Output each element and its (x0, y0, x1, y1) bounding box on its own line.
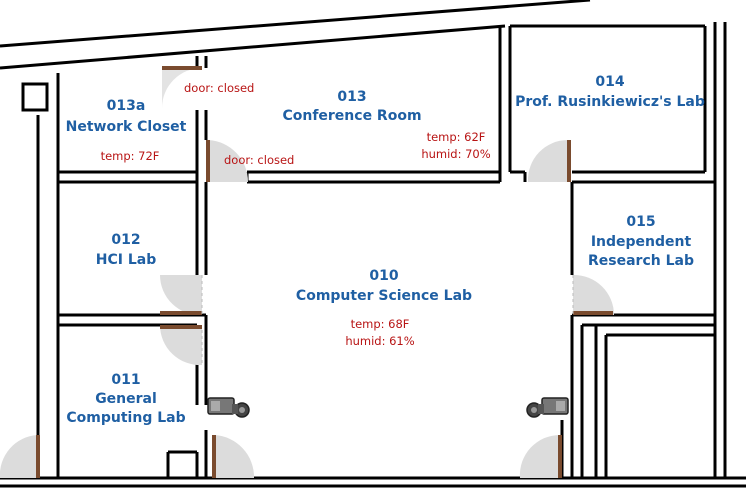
room-013-name: Conference Room (282, 108, 421, 124)
room-014-name: Prof. Rusinkiewicz's Lab (515, 94, 705, 110)
door-swings (0, 68, 614, 478)
door-011 (160, 325, 202, 329)
door-013a (162, 66, 202, 70)
room-014-number: 014 (595, 74, 624, 90)
room-012-number: 012 (111, 232, 140, 248)
door-013 (206, 140, 210, 182)
room-010-temp: temp: 68F (351, 317, 410, 331)
room-013-temp: temp: 62F (427, 130, 486, 144)
room-010-name: Computer Science Lab (296, 288, 472, 304)
security-camera-icon[interactable] (526, 397, 569, 418)
door-swing-013a (162, 68, 202, 108)
door-014 (567, 140, 571, 182)
room-013a-number: 013a (107, 98, 146, 114)
room-013a-name: Network Closet (66, 119, 187, 135)
security-camera-icon[interactable] (207, 397, 250, 418)
door-011-bottom (212, 435, 216, 478)
door-entry-left (36, 435, 40, 478)
room-012-name: HCI Lab (96, 252, 156, 268)
door-012 (160, 311, 202, 315)
room-015-name-line1: Independent (591, 234, 692, 250)
door-swing-015 (573, 274, 614, 315)
door-swing-014 (527, 139, 568, 182)
door-swing-entry-left (0, 435, 38, 478)
door-swing-013 (208, 140, 249, 182)
conference-door-status: door: closed (224, 153, 294, 167)
door-swing-011-bottom (214, 435, 255, 478)
doors (36, 66, 613, 478)
room-010-humid: humid: 61% (345, 334, 414, 348)
room-015-number: 015 (626, 214, 655, 230)
door-swing-010-right (519, 434, 560, 478)
door-swing-011 (159, 325, 202, 366)
door-010-right (558, 435, 562, 478)
room-011-name-line2: Computing Lab (66, 410, 185, 426)
room-013-humid: humid: 70% (421, 147, 490, 161)
door-openings (201, 275, 574, 365)
room-011-name-line1: General (95, 391, 157, 407)
door-swing-012 (159, 275, 202, 316)
closet-door-status: door: closed (184, 81, 254, 95)
door-015 (573, 311, 613, 315)
room-010-number: 010 (369, 268, 398, 284)
room-011-number: 011 (111, 372, 140, 388)
room-013a-temp: temp: 72F (101, 149, 160, 163)
room-013-number: 013 (337, 89, 366, 105)
room-015-name-line2: Research Lab (588, 253, 694, 269)
